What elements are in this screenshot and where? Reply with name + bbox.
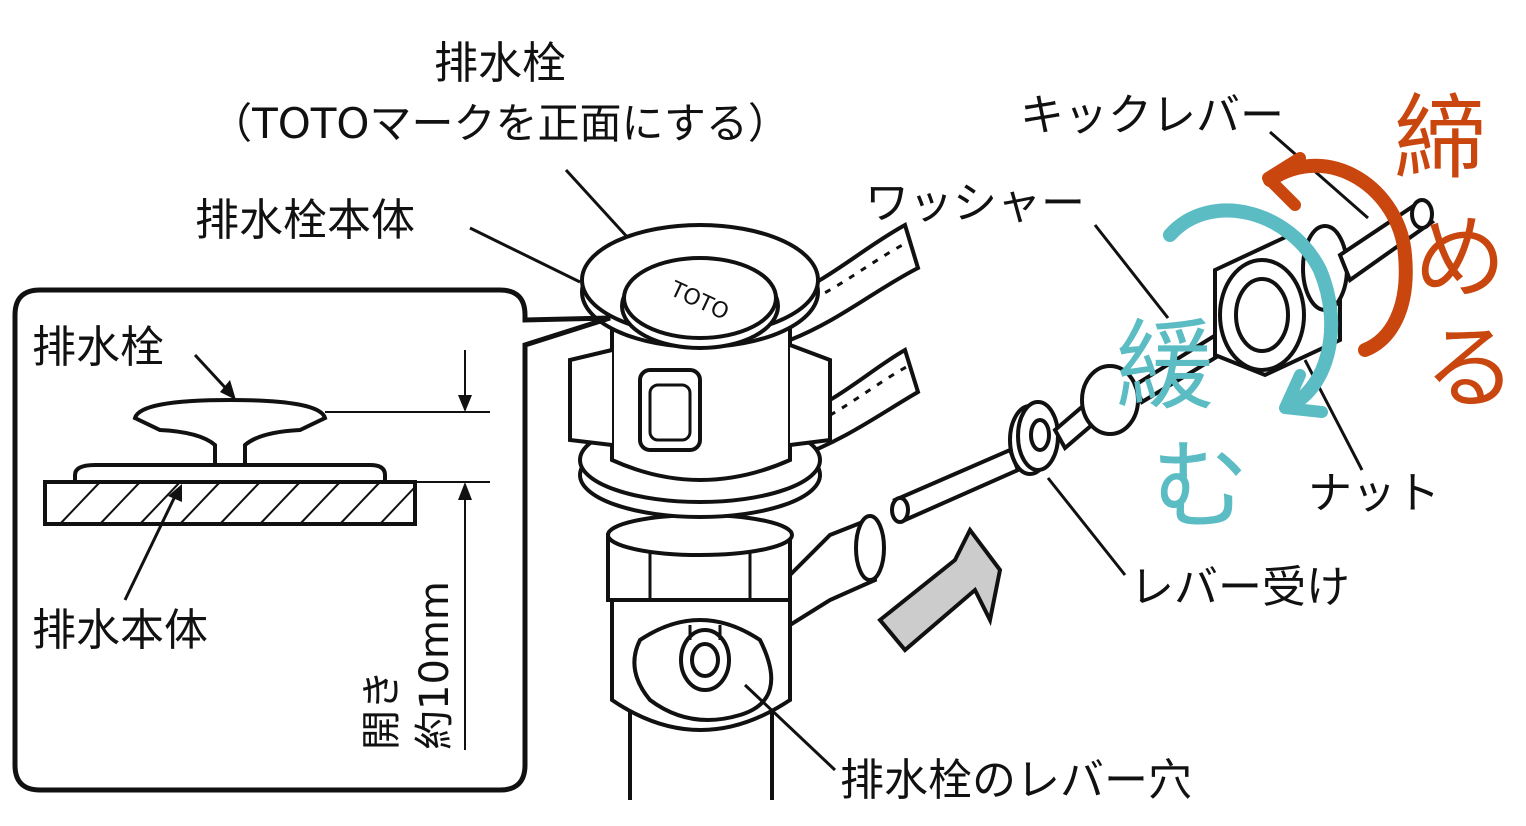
inset-callout <box>12 287 611 793</box>
label-drain-plug-body: 排水栓本体 <box>195 195 415 246</box>
hose-upper <box>777 222 921 343</box>
label-drain-plug: 排水栓 <box>434 38 566 89</box>
label-drain-plug-note: （TOTOマークを正面にする） <box>210 99 790 148</box>
tighten-arrowhead <box>1262 152 1306 211</box>
handwritten-loosen-char-1: 緩 <box>1116 310 1214 424</box>
label-nut: ナット <box>1308 468 1440 519</box>
label-washer: ワッシャー <box>865 178 1085 229</box>
handwritten-tighten-char-3: る <box>1424 315 1516 422</box>
label-drain-plug-lever-hole: 排水栓のレバー穴 <box>840 755 1192 806</box>
label-kick-lever: キックレバー <box>1020 90 1284 141</box>
insert-direction-arrow <box>877 526 1003 653</box>
inset-label-opening-col2: 約10mm <box>412 581 458 750</box>
leader-drain-plug-body <box>469 226 581 284</box>
handwritten-tighten-char-2: め <box>1414 205 1506 312</box>
inset-label-opening-col1: 開き <box>359 670 405 750</box>
handwritten-loosen-char-2: む <box>1151 430 1249 544</box>
lever-assembly <box>890 198 1436 524</box>
leader-lever-receiver <box>1046 477 1127 576</box>
tighten-rotation-arrow <box>1263 158 1413 357</box>
leader-kick-lever <box>1269 130 1369 220</box>
label-lever-receiver: レバー受け <box>1130 562 1350 613</box>
handwritten-tighten-char-1: 締 <box>1394 85 1486 192</box>
loosen-rotation-arrow <box>1163 203 1339 412</box>
leader-lever-hole <box>743 683 837 772</box>
inset-label-drain-body: 排水本体 <box>32 605 208 656</box>
drain-assembly <box>568 222 921 800</box>
leader-washer <box>1093 224 1170 319</box>
loosen-arrowhead <box>1279 369 1328 418</box>
inset-label-plug: 排水栓 <box>32 322 164 373</box>
